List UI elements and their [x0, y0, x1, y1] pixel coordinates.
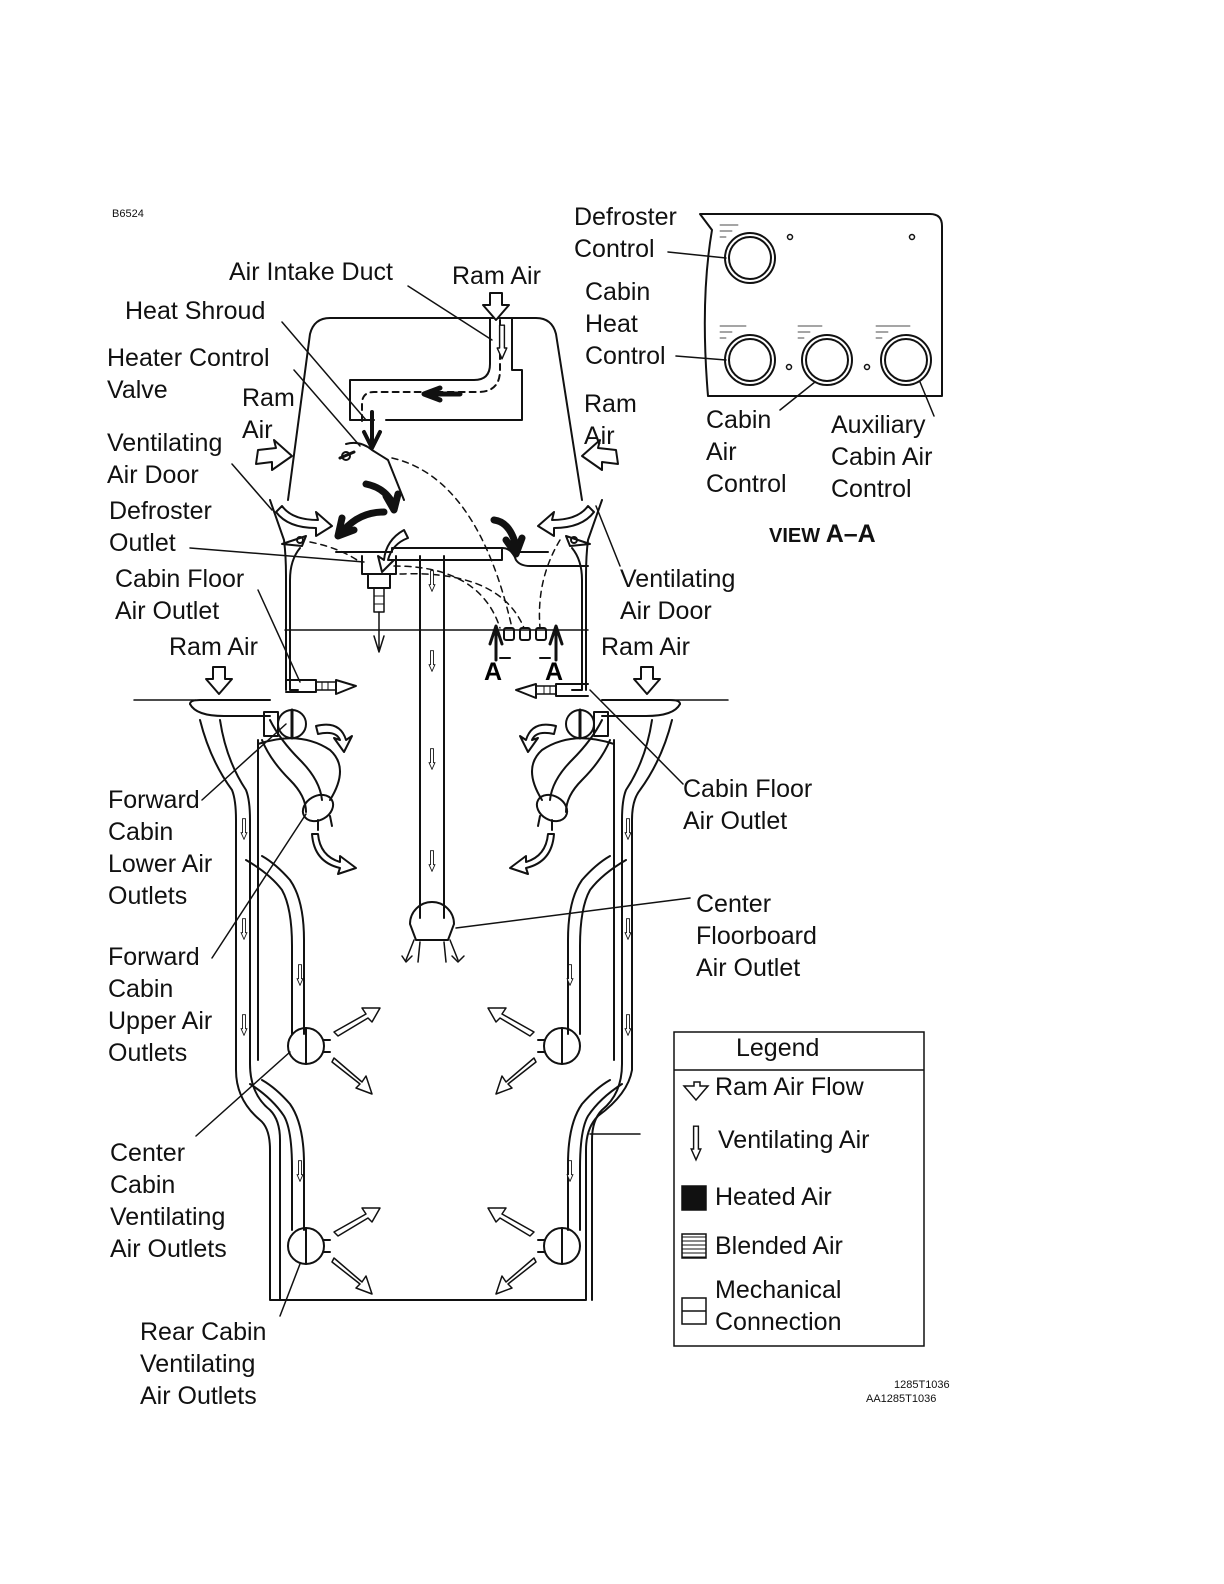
cabin-air-control-knob-icon [801, 334, 853, 386]
label-center-cabin-ventilating-air-outlets: Center Cabin Ventilating Air Outlets [110, 1139, 227, 1263]
label-ram-air-right-upper: Ram Air [584, 390, 637, 450]
auxiliary-cabin-air-control-knob-icon [880, 334, 932, 386]
ram-air-arrow-left-icon [255, 439, 293, 471]
view-label-main: A–A [825, 520, 876, 548]
label-ram-air-left-lower: Ram Air [169, 633, 258, 661]
label-ram-air-top: Ram Air [452, 262, 541, 290]
forward-cabin-lower-air-outlet-left-icon [263, 708, 307, 740]
label-auxiliary-cabin-air-control: Auxiliary Cabin Air Control [831, 411, 933, 503]
label-cabin-floor-air-outlet-right: Cabin Floor Air Outlet [683, 775, 813, 835]
label-heater-control-valve: Heater Control Valve [107, 344, 270, 404]
label-defroster-control: Defroster Control [574, 203, 677, 263]
reference-id-2: AA1285T1036 [866, 1393, 937, 1405]
legend-item-mechanical-connection: Mechanical Connection [715, 1276, 842, 1336]
rear-cabin-ventilating-air-outlet-left-icon [287, 1227, 331, 1265]
heated-air-swatch-icon [681, 1185, 707, 1211]
label-ram-air-left-upper: Ram Air [242, 384, 295, 444]
ventilating-air-markers [240, 570, 632, 1182]
cabin-heat-control-knob-icon [724, 334, 776, 386]
legend-item-ram-air-flow: Ram Air Flow [715, 1073, 864, 1101]
label-air-intake-duct: Air Intake Duct [229, 258, 393, 286]
label-cabin-floor-air-outlet-left: Cabin Floor Air Outlet [115, 565, 245, 625]
control-panel-view-aa [667, 213, 943, 417]
legend-title: Legend [736, 1034, 820, 1062]
rear-cabin-ventilating-air-outlet-right-icon [537, 1227, 581, 1265]
cabin-body [189, 699, 681, 1301]
ventilating-air-arrow-icon [690, 1124, 702, 1162]
label-defroster-outlet: Defroster Outlet [109, 497, 212, 557]
label-forward-cabin-lower-air-outlets: Forward Cabin Lower Air Outlets [108, 786, 213, 910]
ram-air-flow-arrow-icon [682, 1081, 710, 1102]
forward-cabin-upper-air-outlet-right-icon [535, 793, 569, 831]
label-cabin-heat-control: Cabin Heat Control [585, 278, 666, 370]
defroster-control-knob-icon [724, 232, 776, 284]
view-label: VIEW A–A [769, 518, 876, 552]
legend [673, 1031, 925, 1347]
figure-id: B6524 [112, 208, 144, 220]
center-cabin-ventilating-air-outlet-left-icon [287, 1027, 331, 1065]
label-ram-air-right-lower: Ram Air [601, 633, 690, 661]
legend-item-heated-air: Heated Air [715, 1183, 832, 1211]
forward-cabin-lower-air-outlet-right-icon [565, 708, 609, 740]
legend-item-blended-air: Blended Air [715, 1232, 843, 1260]
ventilating-air-arrow-icon [496, 323, 508, 361]
legend-item-ventilating-air: Ventilating Air [718, 1126, 870, 1154]
cabin-floor-air-outlet-right [515, 683, 684, 785]
heat-shroud-and-intake [287, 317, 583, 558]
section-marker-right: A [545, 658, 564, 686]
label-heat-shroud: Heat Shroud [125, 297, 266, 325]
reference-id-1: 1285T1036 [894, 1379, 950, 1391]
blended-air-swatch-icon [681, 1233, 707, 1259]
label-center-floorboard-air-outlet: Center Floorboard Air Outlet [696, 890, 817, 982]
cabin-floor-air-outlet-left [257, 589, 357, 695]
label-rear-cabin-ventilating-air-outlets: Rear Cabin Ventilating Air Outlets [140, 1318, 267, 1410]
center-cabin-ventilating-air-outlet-right-icon [537, 1027, 581, 1065]
center-floorboard-air-outlet-icon [401, 897, 691, 963]
label-cabin-air-control: Cabin Air Control [706, 406, 787, 498]
ram-air-arrow-top-icon [481, 292, 511, 322]
forward-fuselage [269, 457, 603, 919]
view-label-prefix: VIEW [769, 525, 821, 547]
section-marker-left: A [484, 658, 503, 686]
label-ventilating-air-door-right: Ventilating Air Door [620, 565, 736, 625]
label-forward-cabin-upper-air-outlets: Forward Cabin Upper Air Outlets [108, 943, 213, 1067]
ram-air-arrow-right-icon [581, 439, 619, 471]
label-ventilating-air-door-left: Ventilating Air Door [107, 429, 223, 489]
